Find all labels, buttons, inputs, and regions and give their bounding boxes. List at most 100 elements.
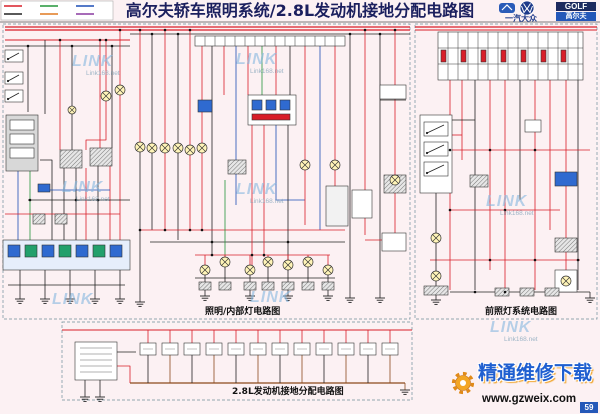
headlamp-section-border (414, 23, 598, 320)
switch-blade (7, 52, 20, 60)
light-switch-key (279, 99, 291, 111)
lamp-icon (134, 141, 146, 153)
relay-icon (59, 149, 83, 169)
watermark-link: LINK (236, 51, 278, 68)
ground-icon (375, 297, 385, 303)
lamp-filament (331, 161, 339, 169)
relay-icon (227, 159, 247, 175)
ground-icon (323, 295, 333, 301)
lamp-icon (282, 259, 294, 271)
junction-dot (138, 228, 142, 232)
lamp-filament (68, 106, 76, 114)
page-number: 59 (580, 402, 598, 413)
window-switch (92, 244, 106, 258)
logo-brand-text: 一汽大众 (505, 14, 537, 23)
relay-terminal (560, 49, 567, 63)
watermark-link-site: Link168.net (504, 336, 538, 343)
logo-model-cn: 高尔夫 (556, 12, 596, 21)
site-url-text: www.gzweix.com (482, 393, 577, 405)
control-unit (325, 185, 349, 227)
junction-dot (448, 208, 452, 212)
lamp-icon (389, 174, 401, 186)
switch-pivot (6, 79, 10, 83)
wire-color-legend (0, 0, 114, 21)
relay-terminal (520, 49, 527, 63)
ground-section-caption: 2.8L发动机接地分配电路图 (232, 387, 344, 397)
ground-icon (200, 295, 210, 301)
fuse-strip (194, 35, 346, 47)
connector (494, 287, 510, 297)
switch-contact (9, 147, 35, 159)
watermark-link: LINK (52, 291, 94, 308)
lamp-icon (219, 256, 231, 268)
ground-icon (90, 298, 100, 304)
lamp-icon (560, 275, 572, 287)
junction-dot (118, 28, 122, 32)
lamp-filament (136, 143, 144, 151)
gear-teeth (451, 371, 475, 395)
lamp-filament (432, 272, 440, 280)
vw-logo-icon (519, 0, 535, 16)
ground-icon (400, 389, 410, 395)
headlamp-section-caption: 前照灯系统电路图 (485, 307, 558, 317)
junction-dot (96, 198, 100, 202)
vw-logo-w (521, 5, 533, 14)
component-layer (2, 28, 595, 402)
junction-dot (378, 32, 382, 36)
faw-emblem-icon (499, 3, 515, 13)
junction-dot (363, 28, 367, 32)
junction-dot (188, 228, 192, 232)
lamp-filament (116, 86, 124, 94)
lamp-icon (184, 144, 196, 156)
lamp-icon (199, 264, 211, 276)
switch-icon (423, 121, 449, 137)
connector (198, 281, 212, 291)
lamp-icon (244, 264, 256, 276)
wire (40, 159, 53, 240)
lamp-icon (302, 256, 314, 268)
ground-icon (283, 295, 293, 301)
relay-terminal (460, 49, 467, 63)
ground-icon (245, 295, 255, 301)
light-switch-indicator (251, 113, 291, 121)
connector (32, 213, 46, 225)
light-switch-key (265, 99, 277, 111)
switch-contact (9, 119, 35, 131)
light-switch-key (251, 99, 263, 111)
legend-frame (0, 0, 114, 21)
lighting-section-caption: 照明/内部灯电路图 (205, 307, 281, 317)
lamp-filament (324, 266, 332, 274)
ground-icon (95, 396, 105, 402)
connector (281, 281, 295, 291)
junction-dot (473, 290, 477, 294)
lamp-icon (159, 142, 171, 154)
junction-dot (503, 208, 507, 212)
lamp-filament (174, 144, 182, 152)
switch-blade (7, 74, 20, 82)
junction-dot (250, 253, 254, 257)
watermark-link-site: Link168.net (86, 70, 120, 77)
junction-dot (348, 32, 352, 36)
relay-terminal (500, 49, 507, 63)
connector (301, 281, 315, 291)
connector (544, 287, 560, 297)
lamp-filament (186, 146, 194, 154)
watermark-link-site: Link168.net (76, 196, 110, 203)
lamp-icon (329, 159, 341, 171)
lamp-filament (198, 144, 206, 152)
connector (37, 183, 51, 193)
connector (261, 281, 275, 291)
window-switch (7, 244, 21, 258)
lamp-filament (301, 161, 309, 169)
junction-dot (393, 28, 397, 32)
ground-icon (135, 301, 145, 307)
ground-icon (80, 396, 90, 402)
junction-dot (26, 44, 30, 48)
logo-model-en: GOLF (556, 2, 596, 11)
control-unit (351, 189, 373, 219)
watermark-link: LINK (236, 181, 278, 198)
relay-icon (197, 99, 213, 113)
switch-icon (423, 141, 449, 157)
wire (117, 365, 131, 383)
